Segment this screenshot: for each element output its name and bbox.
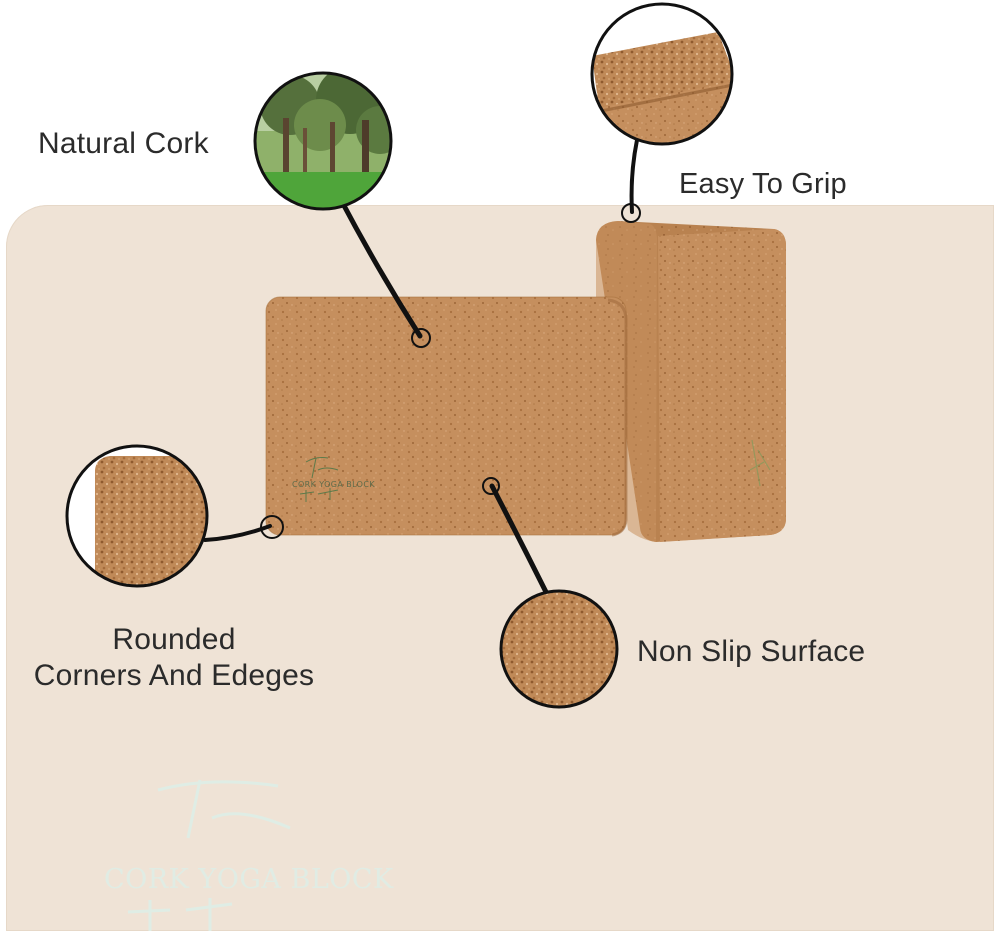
pointer-dot bbox=[621, 203, 641, 223]
rounded-corners-label: Rounded Corners And Edeges bbox=[24, 622, 324, 694]
rounded-corner-callout bbox=[65, 444, 209, 588]
grip-closeup-callout bbox=[590, 2, 734, 146]
callout-lines bbox=[203, 138, 639, 595]
natural-cork-label: Natural Cork bbox=[38, 127, 209, 160]
nonslip-closeup-callout bbox=[499, 589, 619, 709]
brand-logo bbox=[299, 457, 339, 502]
pointer-dots bbox=[260, 203, 641, 539]
rounded-label-line1: Rounded bbox=[112, 623, 236, 656]
front-cork-block bbox=[265, 296, 628, 537]
watermark-brand-text: CORK YOGA BLOCK bbox=[104, 864, 394, 895]
pointer-dot bbox=[411, 328, 431, 348]
watermark-logo bbox=[127, 779, 291, 931]
pointer-dot bbox=[482, 477, 500, 495]
pointer-dot bbox=[260, 515, 284, 539]
forest-photo-callout bbox=[253, 71, 393, 211]
easy-to-grip-label: Easy To Grip bbox=[679, 168, 847, 200]
non-slip-label: Non Slip Surface bbox=[637, 635, 866, 668]
block-brand-text: CORK YOGA BLOCK bbox=[292, 480, 375, 489]
rounded-label-line2: Corners And Edeges bbox=[33, 659, 315, 692]
